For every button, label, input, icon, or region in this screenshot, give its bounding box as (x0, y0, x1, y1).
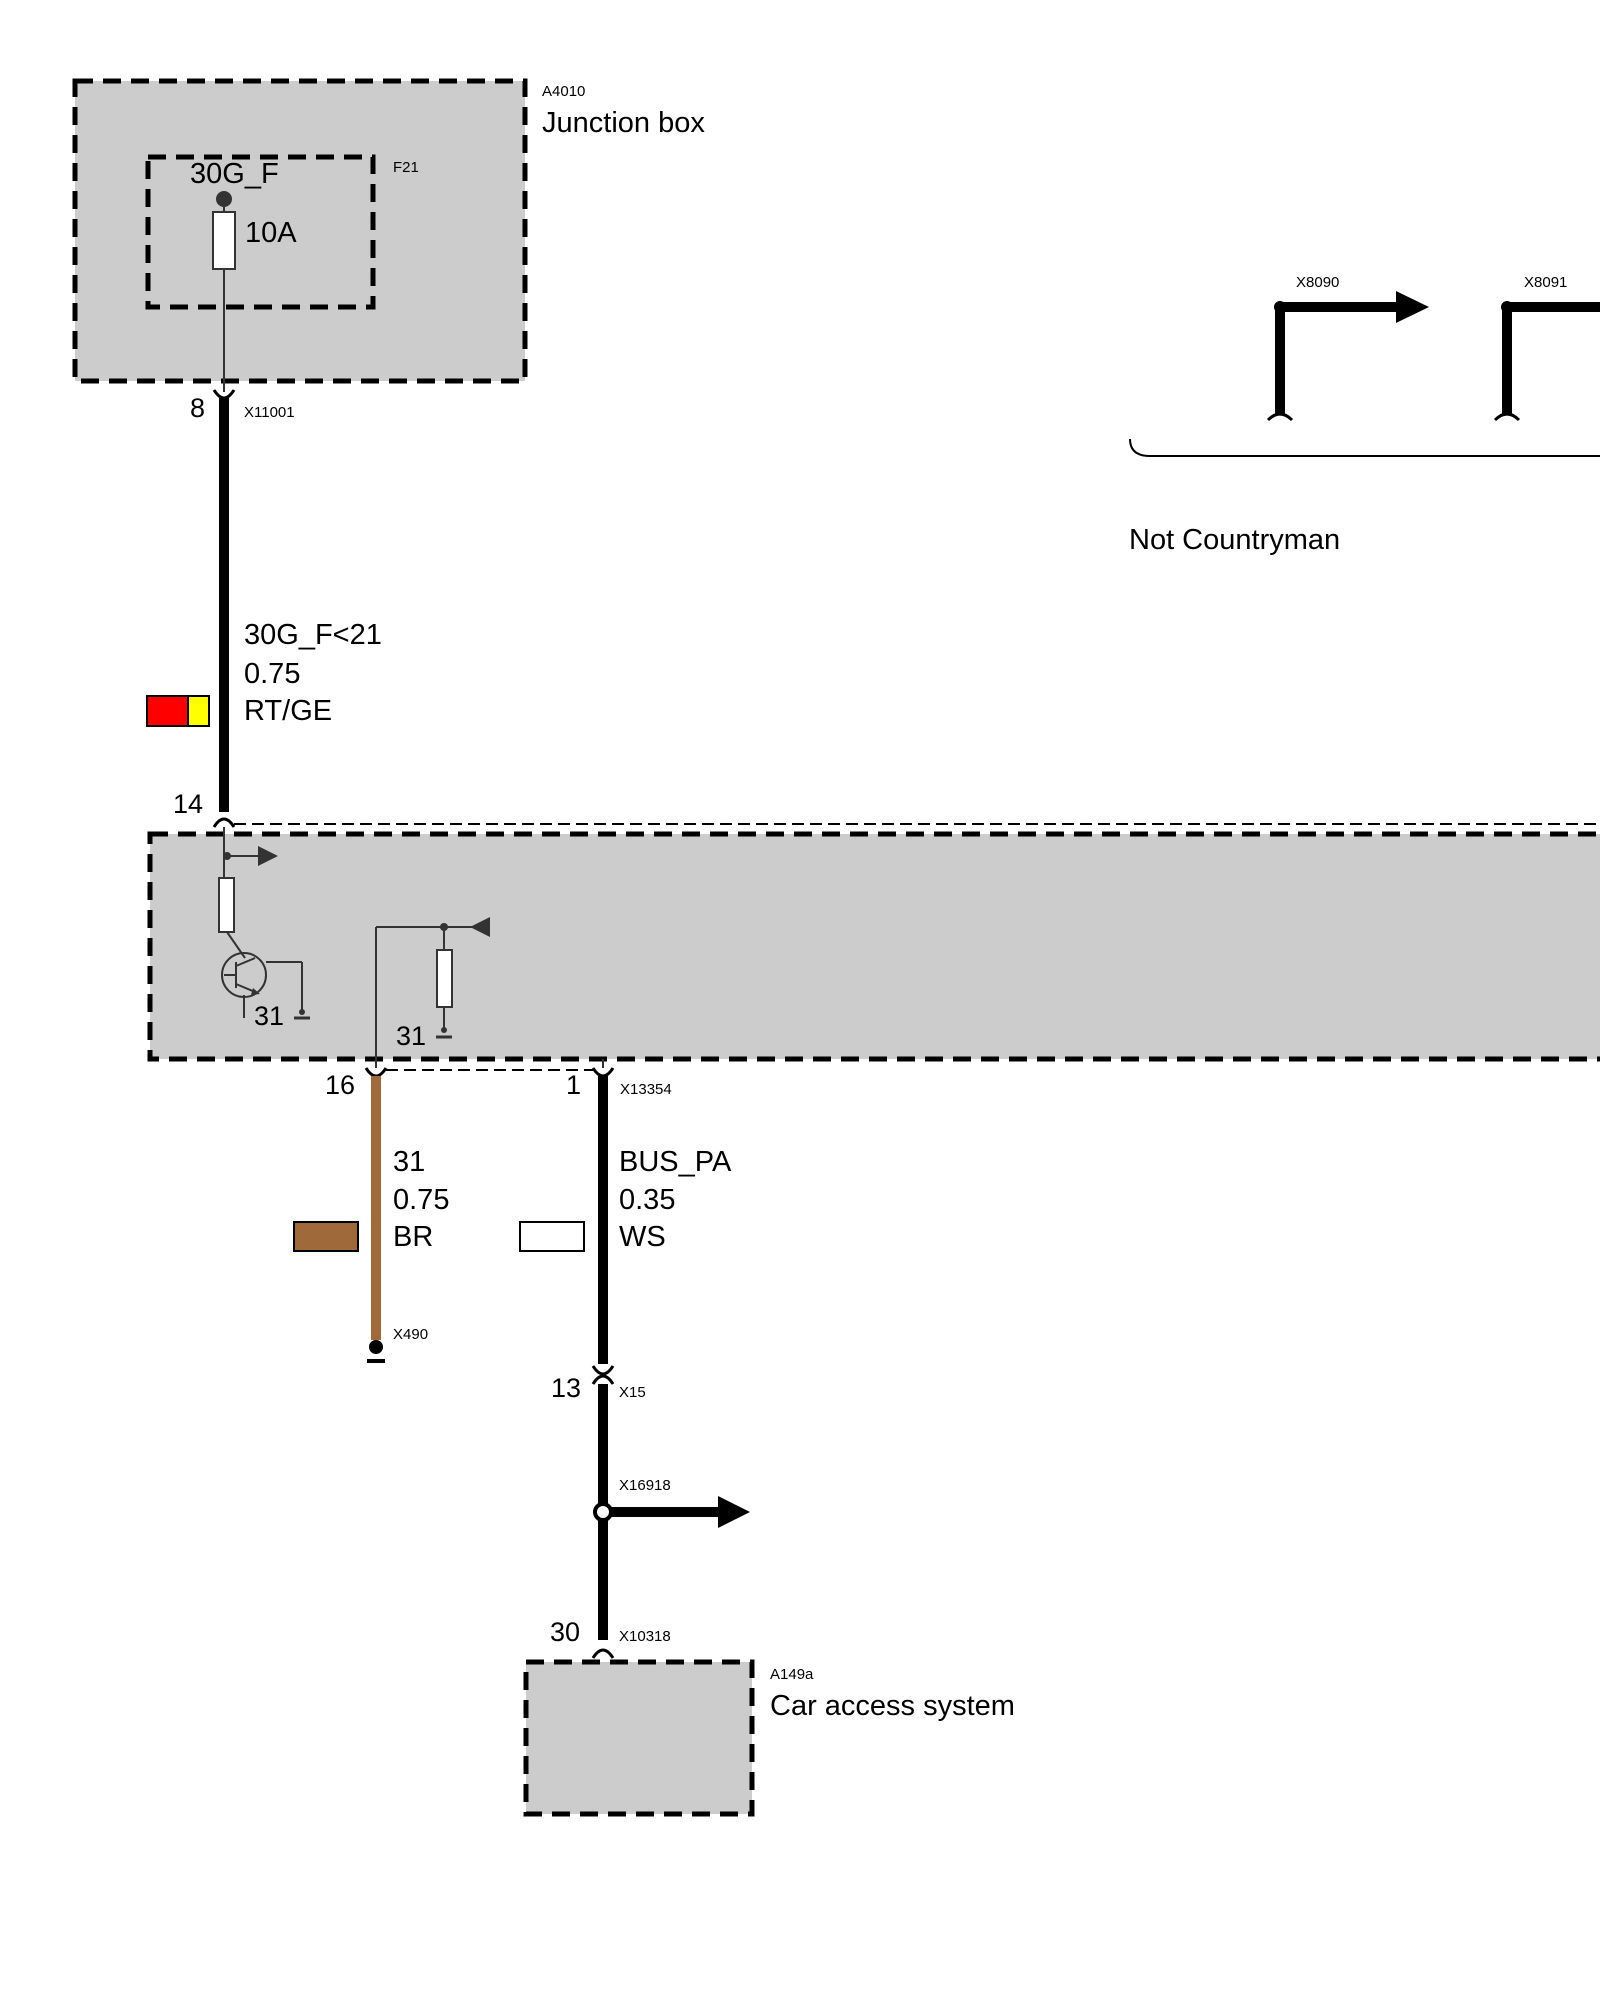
variant-bracket (1129, 438, 1600, 457)
fuse-rating: 10A (245, 217, 297, 249)
wire-ground[interactable]: 31 0.75 BR (293, 1076, 449, 1340)
connector-x13354-pin1-icon (591, 1067, 615, 1078)
wire-supply-signal: 30G_F<21 (244, 619, 382, 651)
wire-supply-color: RT/GE (244, 695, 332, 727)
wire-ground-color-swatch (293, 1221, 359, 1252)
fuse-terminal: 30G_F (190, 158, 279, 190)
splice-dot (593, 1502, 613, 1522)
variant-note-label: Not Countryman (1129, 524, 1340, 556)
wire-ground-section: 0.75 (393, 1184, 449, 1216)
connector-x8090[interactable]: X8090 (1266, 274, 1429, 422)
splice-x16918[interactable]: X16918 (593, 1477, 750, 1528)
ground-point-id: X490 (393, 1326, 428, 1343)
module-signal-arrow-icon (258, 846, 278, 866)
wire-bus-section: 0.35 (619, 1184, 675, 1216)
connector-x13354-id: X13354 (620, 1081, 672, 1098)
connector-module-in-pin: 14 (173, 789, 203, 819)
connector-x8090-arrow-icon (1396, 291, 1429, 323)
wire-bus[interactable]: BUS_PA 0.35 WS (519, 1076, 732, 1364)
ground-b-icon (436, 1027, 452, 1039)
ground-a-label: 31 (254, 1001, 284, 1031)
wire-supply-section: 0.75 (244, 658, 300, 690)
connector-x10318[interactable]: 30 X10318 (550, 1617, 671, 1659)
connector-x8090-id: X8090 (1296, 274, 1339, 291)
fuse-element-icon (212, 211, 236, 270)
connector-x10318-icon (591, 1648, 615, 1659)
control-module[interactable]: 31 31 (147, 827, 1600, 1068)
connector-x15-upper-icon (591, 1365, 615, 1376)
connector-x15-lower-icon (591, 1374, 615, 1385)
ground-b-label: 31 (396, 1021, 426, 1051)
connector-x11001-id: X11001 (244, 404, 295, 421)
splice-id: X16918 (619, 1477, 671, 1494)
wire-bus-color: WS (619, 1221, 666, 1253)
fuse-id: F21 (393, 159, 419, 176)
splice-branch-arrow-icon (718, 1496, 750, 1528)
connector-x15[interactable]: 13 X15 (551, 1365, 646, 1403)
connector-x8091[interactable]: X8091 (1493, 274, 1600, 422)
connector-x10318-pin: 30 (550, 1617, 580, 1647)
connector-x15-id: X15 (619, 1384, 646, 1401)
swatch-red (146, 695, 189, 727)
junction-box-name: Junction box (542, 107, 705, 139)
connector-module-in-icon (212, 817, 236, 828)
wire-bus-color-swatch (519, 1221, 585, 1252)
wire-supply[interactable]: 30G_F<21 0.75 RT/GE (146, 398, 382, 812)
connector-x13354-pin1: 1 (566, 1070, 581, 1100)
connector-x11001[interactable]: 8 X11001 (190, 389, 295, 423)
connector-x13354[interactable]: 16 1 X13354 (325, 1067, 672, 1100)
variant-note: Not Countryman (1129, 438, 1600, 556)
car-access-system-name: Car access system (770, 1690, 1015, 1722)
swatch-yellow (187, 695, 210, 727)
connector-x8091-stub-icon (1493, 412, 1521, 422)
wire-bus-signal: BUS_PA (619, 1146, 732, 1178)
ground-point-x490[interactable]: X490 (367, 1326, 428, 1363)
branch-input-arrow-icon (470, 917, 490, 937)
ground-a-icon (294, 1009, 310, 1020)
branch-resistor-icon (436, 949, 453, 1008)
wire-ground-signal: 31 (393, 1146, 425, 1178)
wire-ground-color: BR (393, 1221, 433, 1253)
module-resistor-icon (218, 877, 235, 933)
connector-x11001-pin: 8 (190, 393, 205, 423)
junction-box-id: A4010 (542, 83, 585, 100)
ground-point-dot (369, 1340, 383, 1354)
car-access-system-id: A149a (770, 1666, 814, 1683)
connector-module-in[interactable]: 14 (173, 789, 1600, 828)
connector-x13354-pin16: 16 (325, 1070, 355, 1100)
connector-x8091-id: X8091 (1524, 274, 1567, 291)
junction-box[interactable]: A4010 Junction box (72, 78, 705, 384)
car-access-system[interactable]: A149a Car access system (523, 1659, 1015, 1817)
wire-supply-color-swatch (146, 695, 210, 727)
fuse-f21[interactable]: F21 30G_F 10A (145, 154, 419, 392)
connector-x13354-pin16-icon (364, 1067, 388, 1078)
connector-x15-pin: 13 (551, 1373, 581, 1403)
transistor-icon (221, 952, 267, 1018)
connector-x10318-id: X10318 (619, 1628, 671, 1645)
connector-x8090-stub-icon (1266, 412, 1294, 422)
